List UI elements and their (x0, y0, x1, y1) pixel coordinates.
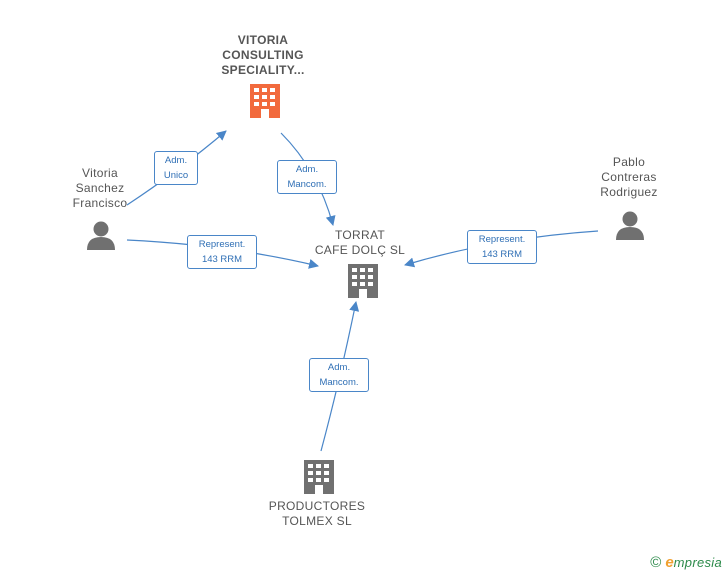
node-label-torrat[interactable]: TORRAT CAFE DOLÇ SL (314, 228, 406, 257)
edge-label-adm-mancom-top: Adm. Mancom. (277, 160, 337, 194)
edge-label-adm-mancom-bottom: Adm. Mancom. (309, 358, 369, 392)
edge-label-represent-left: Represent. 143 RRM (187, 235, 257, 269)
node-label-vitoria-sanchez[interactable]: Vitoria Sanchez Francisco (72, 166, 128, 210)
building-icon[interactable] (250, 84, 280, 118)
node-label-productores[interactable]: PRODUCTORES TOLMEX SL (268, 499, 366, 528)
building-icon[interactable] (304, 460, 334, 494)
person-icon[interactable] (616, 211, 644, 241)
node-label-pablo[interactable]: Pablo Contreras Rodriguez (600, 155, 658, 199)
person-icon[interactable] (87, 221, 115, 251)
copyright-symbol: © (650, 554, 662, 571)
empresia-logo: empresia (665, 554, 722, 571)
node-label-vitoria-consulting[interactable]: VITORIA CONSULTING SPECIALITY... (221, 33, 305, 77)
building-icon[interactable] (348, 264, 378, 298)
footer-brand: © empresia (650, 554, 722, 571)
edge-label-represent-right: Represent. 143 RRM (467, 230, 537, 264)
edge-label-adm-unico: Adm. Unico (154, 151, 198, 185)
